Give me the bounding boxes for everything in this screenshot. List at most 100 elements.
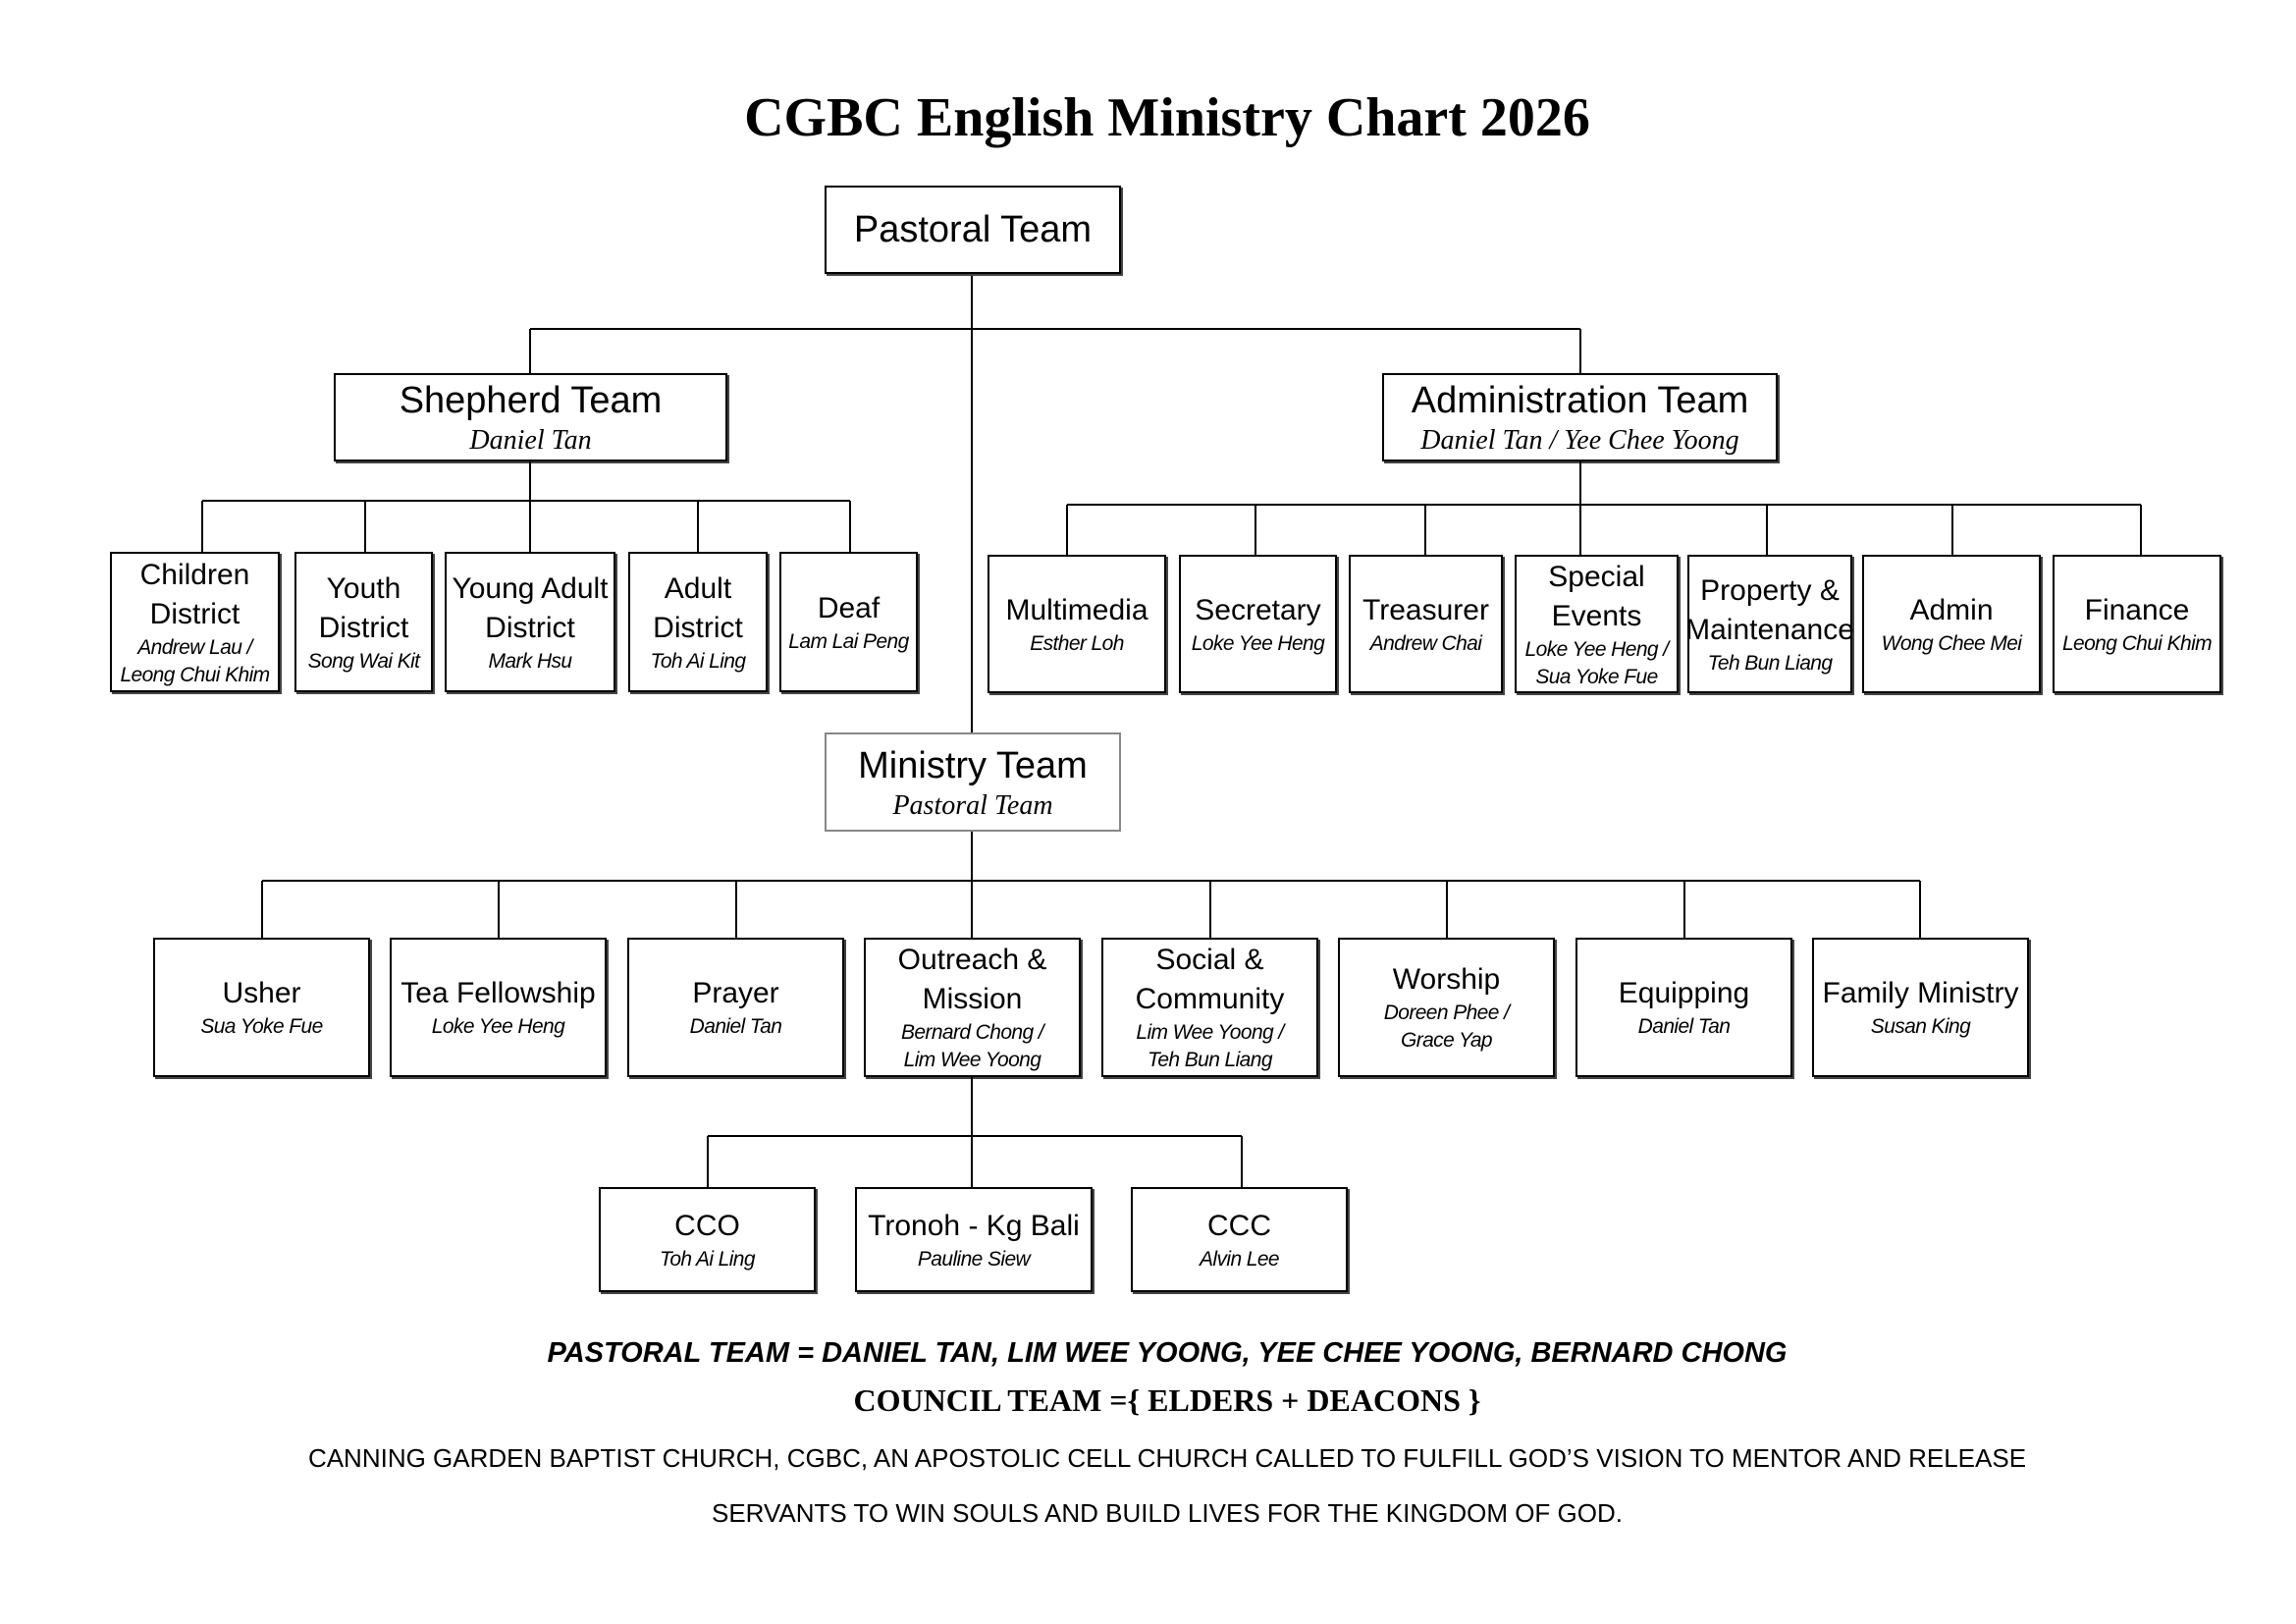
box-label: Equipping <box>1618 977 1750 1009</box>
connector-line <box>261 881 263 938</box>
box-lead: Andrew Chai <box>1369 631 1482 655</box>
box-lead: Susan King <box>1870 1015 1971 1038</box>
box-label: Shepherd Team <box>399 380 663 421</box>
box-lead: Sua Yoke Fue <box>200 1015 323 1038</box>
box-label: Family Ministry <box>1822 977 2019 1009</box>
mission-statement-line2: SERVANTS TO WIN SOULS AND BUILD LIVES FO… <box>712 1498 1623 1528</box>
connector-line <box>1424 505 1426 555</box>
connector-line <box>1951 505 1953 555</box>
council-team-note: COUNCIL TEAM ={ ELDERS + DEACONS } <box>853 1382 1481 1418</box>
box-lead: Pastoral Team <box>892 789 1053 821</box>
box-lead: Lim Wee Yoong / Teh Bun Liang <box>1136 1021 1284 1071</box>
box-label: Social & Community <box>1135 944 1285 1015</box>
box-lead: Andrew Lau / Leong Chui Khim <box>120 635 270 686</box>
box-lead: Wong Chee Mei <box>1881 631 2022 655</box>
connector-line <box>530 328 1580 330</box>
box-label: Children District <box>139 558 250 630</box>
box-lead: Doreen Phee / Grace Yap <box>1383 1001 1510 1052</box>
connector-line <box>1683 881 1685 938</box>
box-label: Special Events <box>1548 560 1645 632</box>
connector-line <box>1579 505 1581 555</box>
box-label: Adult District <box>653 571 743 644</box>
box-lead: Toh Ai Ling <box>650 649 747 673</box>
connector-line <box>1579 461 1581 505</box>
box-lead: Loke Yee Heng <box>431 1015 565 1038</box>
box-label: Property & Maintenance <box>1685 573 1854 646</box>
box-label: Administration Team <box>1411 380 1749 421</box>
chart-title: CGBC English Ministry Chart 2026 <box>744 87 1590 148</box>
box-label: Multimedia <box>1005 593 1148 626</box>
connector-line <box>1066 505 1068 555</box>
box-lead: Teh Bun Liang <box>1707 651 1833 675</box>
box-label: Treasurer <box>1362 593 1489 626</box>
connector-line <box>1766 505 1768 555</box>
connector-line <box>971 832 973 881</box>
connector-line <box>971 1077 973 1136</box>
connector-line <box>1255 505 1256 555</box>
box-lead: Leong Chui Khim <box>2061 631 2213 655</box>
box-label: Outreach & Mission <box>897 944 1047 1015</box>
connector-line <box>1209 881 1211 938</box>
box-label: Ministry Team <box>858 744 1088 786</box>
connector-line <box>1579 329 1581 373</box>
connector-line <box>529 329 531 373</box>
box-lead: Daniel Tan <box>1637 1015 1731 1038</box>
connector-line <box>971 274 973 732</box>
connector-line <box>1241 1136 1243 1187</box>
box-lead: Loke Yee Heng / Sua Yoke Fue <box>1524 637 1670 688</box>
box-label: Young Adult District <box>452 571 609 644</box>
box-lead: Alvin Lee <box>1200 1247 1280 1271</box>
pastoral-team-box: Pastoral Team <box>825 186 1121 274</box>
connector-line <box>364 501 366 552</box>
box-label: Usher <box>222 977 301 1009</box>
box-label: Finance <box>2084 593 2190 626</box>
connector-line <box>697 501 699 552</box>
outreach-unit-box: CCC Alvin Lee <box>1131 1187 1348 1292</box>
connector-line <box>1446 881 1448 938</box>
box-label: Secretary <box>1195 593 1321 626</box>
box-label: Tea Fellowship <box>400 977 596 1009</box>
box-label: Tronoh - Kg Bali <box>868 1209 1080 1242</box>
connector-line <box>2140 505 2142 555</box>
pastoral-team-members: PASTORAL TEAM = DANIEL TAN, LIM WEE YOON… <box>547 1337 1788 1369</box>
box-label: CCO <box>674 1209 740 1242</box>
box-lead: Loke Yee Heng <box>1191 631 1325 655</box>
connector-line <box>262 880 1920 882</box>
connector-line <box>1067 504 2141 506</box>
box-lead: Mark Hsu <box>488 649 572 673</box>
mission-statement-line1: CANNING GARDEN BAPTIST CHURCH, CGBC, AN … <box>307 1443 2027 1473</box>
connector-line <box>971 1136 973 1187</box>
box-lead: Bernard Chong / Lim Wee Yoong <box>900 1021 1044 1071</box>
connector-line <box>707 1136 709 1187</box>
box-label: Deaf <box>817 591 881 624</box>
box-lead: Daniel Tan <box>469 425 592 456</box>
connector-line <box>529 461 531 501</box>
connector-line <box>708 1135 1242 1137</box>
box-label: Prayer <box>692 977 779 1009</box>
connector-line <box>971 881 973 938</box>
connector-line <box>498 881 500 938</box>
box-label: CCC <box>1207 1209 1271 1242</box>
